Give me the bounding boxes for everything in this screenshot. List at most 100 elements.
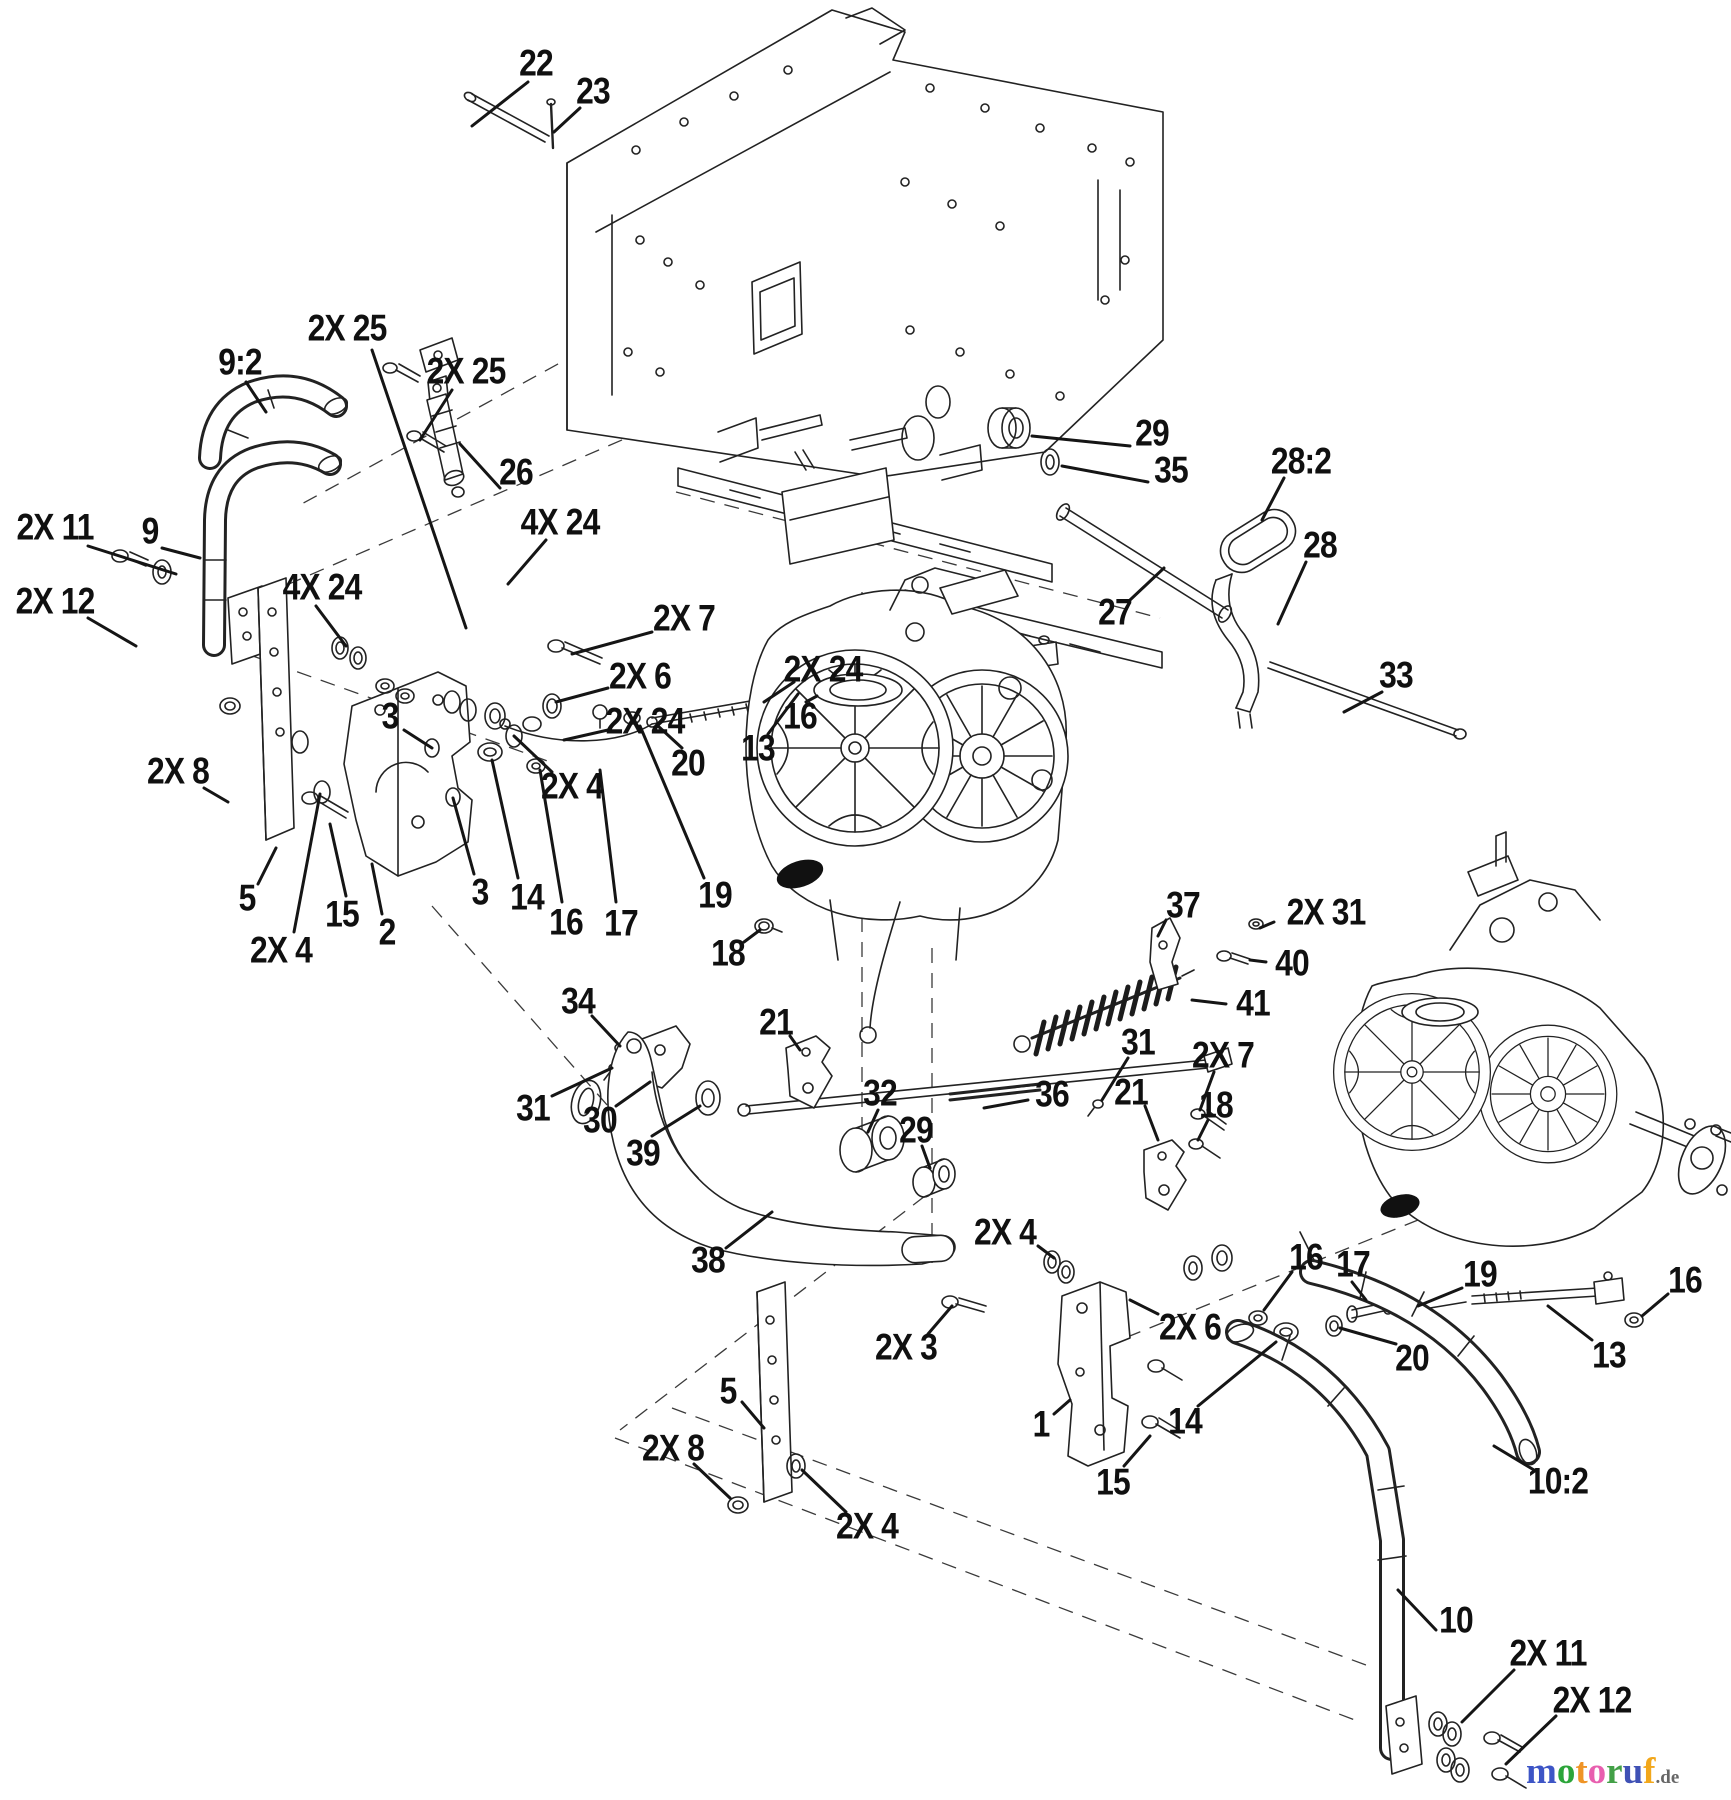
leader-37-39 — [1156, 918, 1168, 938]
leader-13-16 — [766, 692, 800, 736]
knob-28-2 — [1219, 508, 1297, 574]
leader-40-41 — [1248, 958, 1268, 964]
leader-2x-12-9 — [86, 616, 138, 648]
leader-16-27 — [538, 768, 564, 904]
leader-21-31 — [788, 1034, 802, 1052]
upper-linkage — [291, 636, 658, 819]
bracket-1 — [1057, 1281, 1131, 1467]
leader-23-1 — [552, 106, 582, 134]
lever-28 — [1211, 573, 1260, 729]
bracket-21-right — [1143, 1139, 1187, 1211]
bracket-37 — [1149, 917, 1181, 991]
leader-20-17 — [656, 724, 684, 750]
leader-17-28 — [598, 768, 618, 904]
leader-2x-12-69 — [1504, 1714, 1558, 1766]
leader-2x-7-11 — [570, 630, 654, 656]
leader-34-32 — [590, 1014, 622, 1048]
bracket-21-left — [785, 1035, 833, 1109]
watermark-letter: o — [1556, 1751, 1576, 1792]
bolt-18-right — [1188, 1138, 1221, 1159]
leader-20-63 — [1338, 1326, 1398, 1346]
leader-21-46 — [1143, 1104, 1160, 1142]
bar-5-bottom — [756, 1281, 793, 1503]
diagram-parts — [111, 7, 1731, 1789]
watermark-letter: u — [1622, 1751, 1644, 1792]
leader-14-58 — [1196, 1340, 1278, 1408]
bellcrank-38 — [607, 1031, 956, 1267]
rod-27 — [1055, 503, 1233, 623]
leader-35-49 — [1060, 464, 1150, 484]
leader-36-45 — [982, 1098, 1030, 1110]
bracket-2 — [343, 671, 473, 877]
leader-38-36 — [724, 1210, 774, 1250]
leader-5-70 — [740, 1400, 766, 1430]
leader-26-5 — [458, 442, 502, 490]
leader-5-21 — [256, 846, 278, 886]
bushing-29-top — [987, 407, 1031, 449]
watermark-logo[interactable]: motoruf.de — [1526, 1750, 1679, 1793]
leader-2x-4-18 — [512, 734, 554, 774]
leader-30-34 — [614, 1080, 652, 1108]
leader-31-43 — [1100, 1056, 1130, 1102]
leader-2-24 — [370, 862, 384, 916]
washer-35 — [1040, 448, 1060, 476]
leader-2x-24-13 — [562, 728, 610, 742]
watermark-letter: o — [1587, 1751, 1607, 1792]
leader-2x-11-7 — [86, 544, 178, 576]
leader-2x-7-44 — [1198, 1070, 1216, 1112]
leader-2x-4-23 — [292, 792, 322, 934]
leader-19-29 — [638, 724, 706, 880]
leader-13-64 — [1546, 1304, 1594, 1342]
leader-31-33 — [550, 1066, 614, 1098]
leader-2x-31-40 — [1258, 920, 1276, 930]
bolt-2x25-a — [382, 362, 421, 383]
leader-18-47 — [1196, 1118, 1210, 1142]
leader-27-52 — [1128, 566, 1166, 602]
leader-10-2-66 — [1492, 1444, 1536, 1472]
bolt-2x7-right — [1190, 1108, 1227, 1131]
leader-39-35 — [650, 1104, 702, 1138]
rod-36 — [737, 1047, 1233, 1117]
leader-33-53 — [1342, 690, 1384, 714]
leader-2x-4-72 — [800, 1468, 848, 1514]
bolt-15-bottom — [1141, 1415, 1183, 1439]
leader-41-42 — [1190, 998, 1228, 1006]
bushing-29-mid — [912, 1158, 956, 1198]
leader-4x-24-10 — [314, 604, 348, 648]
leader-10-67 — [1396, 1588, 1438, 1632]
leader-3-19 — [402, 728, 434, 750]
leader-16-60 — [1262, 1270, 1294, 1312]
nut-2x8-bottom — [727, 1496, 749, 1514]
washers-2x4-mid — [1043, 1250, 1075, 1284]
bolt-18-left — [754, 918, 783, 934]
watermark-suffix: .de — [1655, 1767, 1680, 1788]
leader-2x-6-12 — [554, 686, 610, 704]
leader-2x-24-14 — [762, 680, 796, 704]
bolt-40 — [1216, 950, 1251, 965]
nut-2x31 — [1248, 918, 1264, 930]
watermark-letter: m — [1526, 1751, 1557, 1792]
lower-linkage — [1183, 1244, 1644, 1342]
leader-16-15 — [804, 694, 819, 704]
watermark-letter: f — [1643, 1751, 1656, 1792]
washer-2x4-bottom — [786, 1453, 806, 1479]
leader-15-57 — [1122, 1434, 1152, 1468]
leader-29-38 — [920, 1144, 932, 1170]
leader-19-62 — [1416, 1286, 1464, 1308]
nut-2x8-left — [219, 697, 241, 715]
leader-4x-24-6 — [506, 538, 548, 586]
frame-assembly — [566, 7, 1164, 481]
leader-2x-25-4 — [418, 388, 454, 442]
leader-2x-11-68 — [1460, 1668, 1516, 1724]
leader-3-25 — [451, 796, 476, 876]
tube-10-mount — [1385, 1695, 1527, 1789]
transaxle-left — [745, 567, 1069, 1044]
leader-1-56 — [1052, 1398, 1072, 1416]
leader-2x-3-55 — [926, 1304, 954, 1336]
bolt-15-upper-right — [1147, 1359, 1183, 1381]
watermark-letter: r — [1606, 1751, 1623, 1792]
pin-22 — [463, 91, 550, 143]
watermark-letter: t — [1575, 1751, 1588, 1792]
leader-2x-25-2 — [370, 348, 468, 630]
